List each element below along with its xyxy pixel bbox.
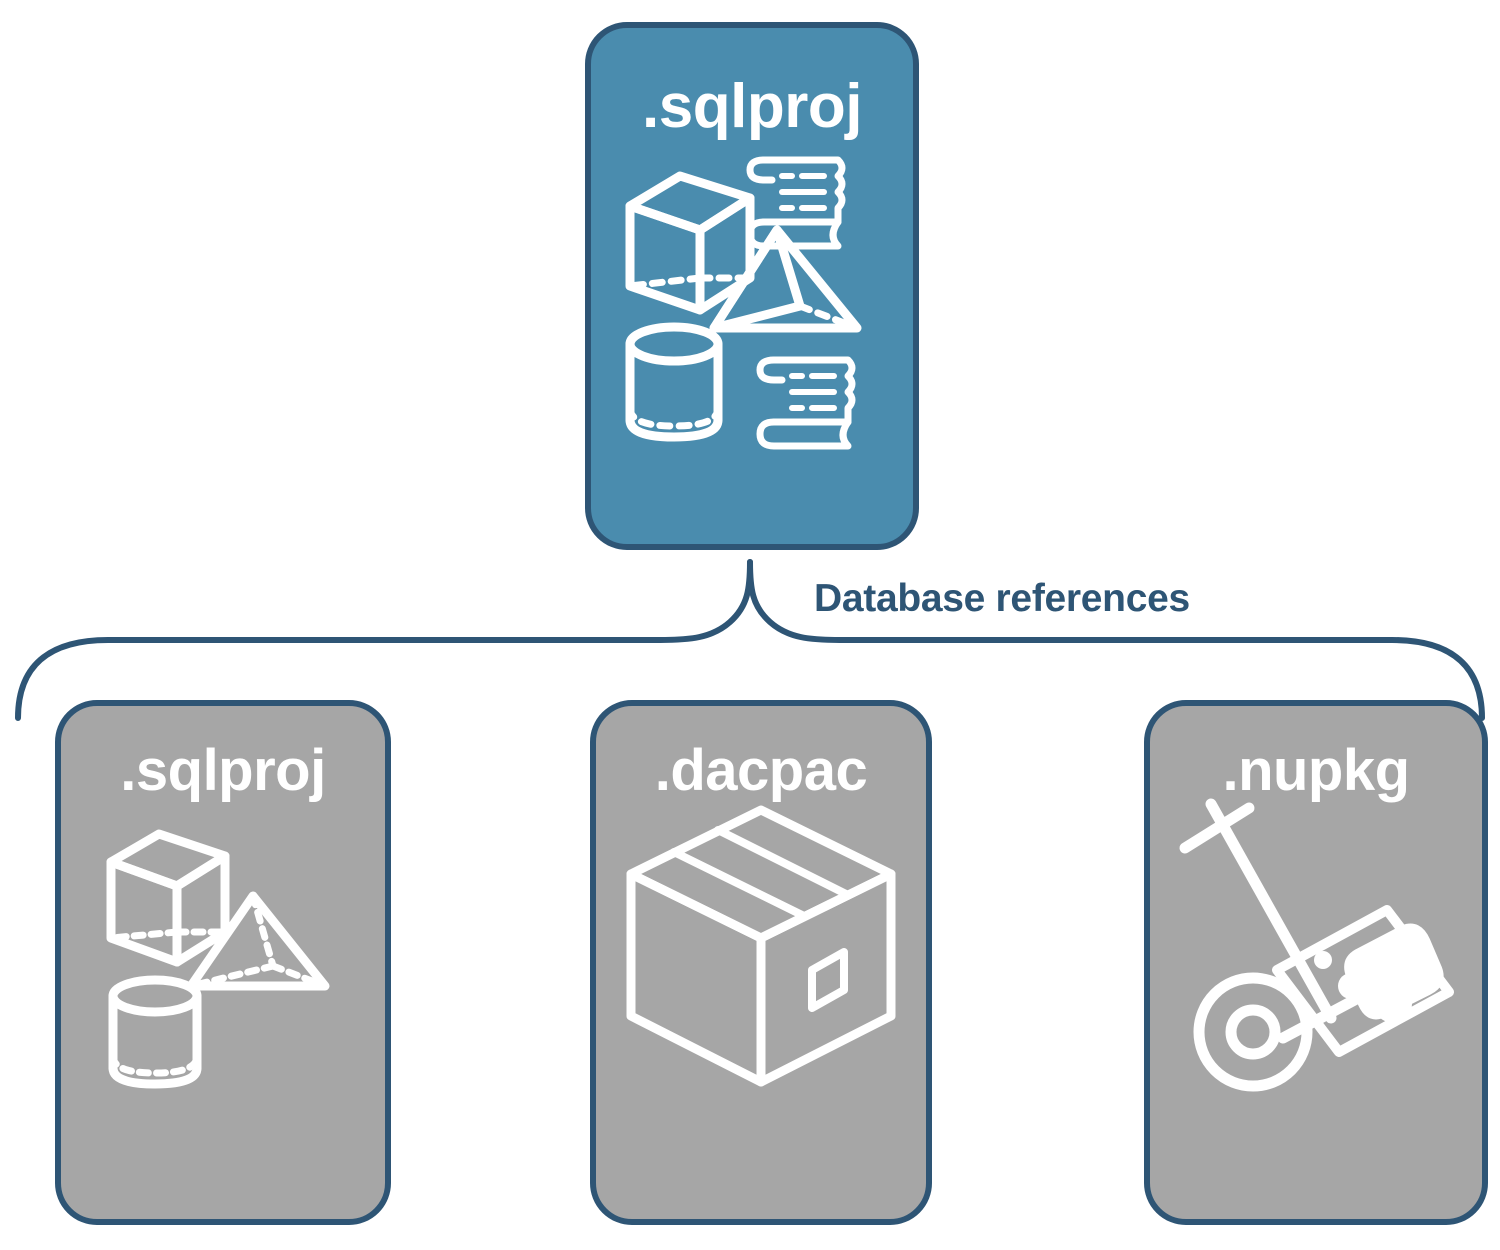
node-artwork-nupkg (1150, 798, 1482, 1219)
hand-truck-nuget-package-icon (1179, 798, 1454, 1092)
node-title: .dacpac (654, 738, 868, 803)
cube-wireframe-icon (625, 171, 755, 315)
scroll-script-icon (746, 156, 846, 250)
node-artwork-dacpac (596, 800, 926, 1219)
node-title: .sqlproj (642, 72, 862, 141)
brace-connector (0, 548, 1500, 728)
node-artwork-sqlproj-reference (61, 800, 385, 1219)
package-box-icon (626, 805, 896, 1087)
cylinder-wireframe-icon (108, 975, 202, 1089)
node-title: .sqlproj (120, 738, 326, 803)
cylinder-wireframe-icon (625, 322, 723, 442)
cube-wireframe-icon (106, 829, 230, 967)
node-title: .nupkg (1222, 738, 1410, 803)
node-card-sqlproj-top[interactable]: .sqlproj (585, 22, 919, 550)
pyramid-wireframe-icon (709, 225, 862, 333)
connector-label: Database references (814, 577, 1190, 620)
scroll-script-icon (756, 356, 856, 450)
pyramid-wireframe-icon (186, 891, 330, 991)
node-card-sqlproj-reference[interactable]: .sqlproj (55, 700, 391, 1225)
node-card-nupkg[interactable]: .nupkg (1144, 700, 1488, 1225)
node-artwork-sqlproj-top (591, 138, 913, 544)
node-card-dacpac[interactable]: .dacpac (590, 700, 932, 1225)
